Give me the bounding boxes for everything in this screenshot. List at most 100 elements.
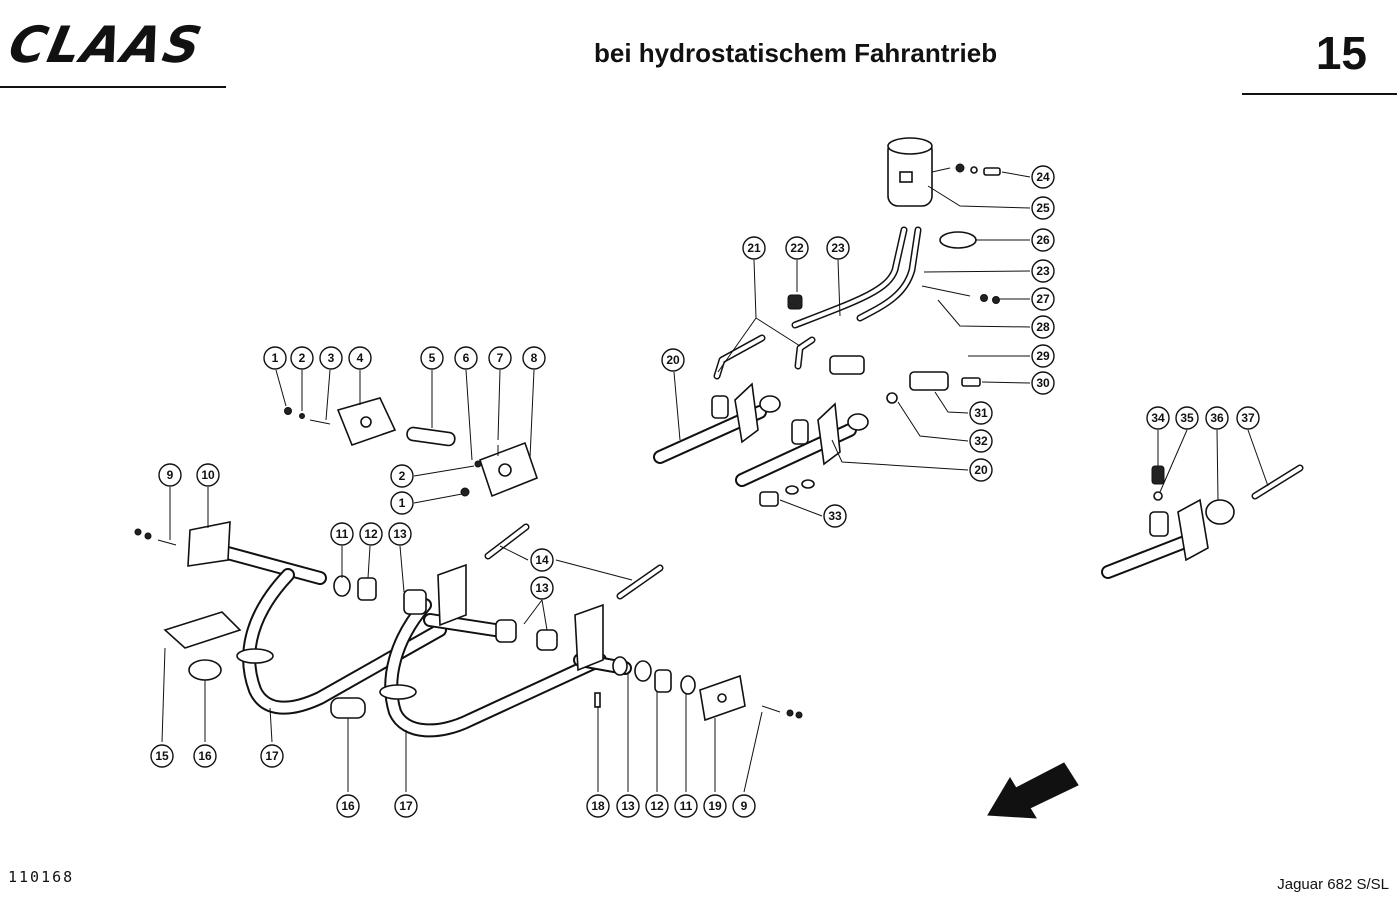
callout-7: 7 <box>488 346 512 370</box>
svg-text:33: 33 <box>828 509 842 523</box>
callout-25: 25 <box>1031 196 1055 220</box>
callout-35: 35 <box>1175 406 1199 430</box>
callout-20-left: 20 <box>661 348 685 372</box>
callout-3: 3 <box>319 346 343 370</box>
svg-text:26: 26 <box>1036 233 1050 247</box>
svg-text:5: 5 <box>429 351 436 365</box>
callout-9-right: 9 <box>732 794 756 818</box>
svg-text:31: 31 <box>974 406 988 420</box>
callout-33: 33 <box>823 504 847 528</box>
svg-text:29: 29 <box>1036 349 1050 363</box>
svg-text:27: 27 <box>1036 292 1050 306</box>
svg-text:11: 11 <box>336 527 349 541</box>
single-cylinder-assembly <box>1101 464 1304 579</box>
callout-11-bottom: 11 <box>674 794 698 818</box>
model-label: Jaguar 682 S/SL <box>1277 876 1389 893</box>
callout-6: 6 <box>454 346 478 370</box>
svg-text:30: 30 <box>1036 376 1050 390</box>
svg-text:9: 9 <box>167 468 174 482</box>
callout-1-top: 1 <box>263 346 287 370</box>
callout-17-bottom: 17 <box>394 794 418 818</box>
svg-text:13: 13 <box>393 527 407 541</box>
callout-23-right: 23 <box>1031 259 1055 283</box>
pedal-plate-parts <box>284 397 539 498</box>
direction-arrow <box>987 762 1079 819</box>
svg-text:12: 12 <box>364 527 378 541</box>
svg-text:21: 21 <box>747 241 761 255</box>
svg-text:20: 20 <box>974 463 988 477</box>
svg-text:11: 11 <box>680 799 693 813</box>
svg-text:7: 7 <box>497 351 504 365</box>
callout-13-top: 13 <box>388 522 412 546</box>
callout-16-left: 16 <box>193 744 217 768</box>
callout-36: 36 <box>1205 406 1229 430</box>
callout-4: 4 <box>348 346 372 370</box>
callout-2-mid: 2 <box>390 464 414 488</box>
callout-13-bottom: 13 <box>616 794 640 818</box>
drawing-number: 110168 <box>8 868 75 886</box>
callout-9-left: 9 <box>158 463 182 487</box>
header-rule-right <box>1242 93 1397 95</box>
svg-text:17: 17 <box>265 749 279 763</box>
svg-text:3: 3 <box>328 351 335 365</box>
svg-text:34: 34 <box>1151 411 1165 425</box>
callout-22: 22 <box>785 236 809 260</box>
svg-text:23: 23 <box>831 241 845 255</box>
callout-8: 8 <box>522 346 546 370</box>
callout-37: 37 <box>1236 406 1260 430</box>
callout-28: 28 <box>1031 315 1055 339</box>
svg-text:19: 19 <box>708 799 722 813</box>
svg-text:16: 16 <box>341 799 355 813</box>
svg-text:32: 32 <box>974 434 988 448</box>
callout-29: 29 <box>1031 344 1055 368</box>
svg-text:15: 15 <box>155 749 169 763</box>
callout-15: 15 <box>150 744 174 768</box>
callout-26: 26 <box>1031 228 1055 252</box>
callout-12-bottom: 12 <box>645 794 669 818</box>
svg-text:37: 37 <box>1241 411 1255 425</box>
callout-11-top: 11 <box>330 522 354 546</box>
svg-text:1: 1 <box>272 351 279 365</box>
svg-text:12: 12 <box>650 799 664 813</box>
svg-text:6: 6 <box>463 351 470 365</box>
svg-text:14: 14 <box>535 553 549 567</box>
svg-text:2: 2 <box>399 469 406 483</box>
svg-text:28: 28 <box>1036 320 1050 334</box>
callout-5: 5 <box>420 346 444 370</box>
callout-13-mid: 13 <box>530 576 554 600</box>
callout-23-left: 23 <box>826 236 850 260</box>
page-title: bei hydrostatischem Fahrantrieb <box>594 38 998 68</box>
svg-text:2: 2 <box>299 351 306 365</box>
master-cylinder-assembly <box>653 137 1001 507</box>
svg-text:10: 10 <box>201 468 215 482</box>
leader-lines <box>161 171 1269 793</box>
callout-12-top: 12 <box>359 522 383 546</box>
svg-text:8: 8 <box>531 351 538 365</box>
callout-32: 32 <box>969 429 993 453</box>
callout-24: 24 <box>1031 165 1055 189</box>
svg-text:35: 35 <box>1180 411 1194 425</box>
svg-text:16: 16 <box>198 749 212 763</box>
svg-text:20: 20 <box>666 353 680 367</box>
svg-text:13: 13 <box>535 581 549 595</box>
callout-31: 31 <box>969 401 993 425</box>
callout-17-left: 17 <box>260 744 284 768</box>
callout-34: 34 <box>1146 406 1170 430</box>
svg-text:18: 18 <box>591 799 605 813</box>
callout-19: 19 <box>703 794 727 818</box>
callout-10: 10 <box>196 463 220 487</box>
svg-text:9: 9 <box>741 799 748 813</box>
callout-18: 18 <box>586 794 610 818</box>
callout-30: 30 <box>1031 371 1055 395</box>
callout-20-right: 20 <box>969 458 993 482</box>
svg-text:1: 1 <box>399 496 406 510</box>
header-rule-left <box>0 86 226 88</box>
page-number: 15 <box>1315 27 1367 79</box>
svg-text:4: 4 <box>357 351 364 365</box>
svg-text:13: 13 <box>621 799 635 813</box>
svg-text:36: 36 <box>1210 411 1224 425</box>
callout-21: 21 <box>742 236 766 260</box>
callout-27: 27 <box>1031 287 1055 311</box>
svg-text:23: 23 <box>1036 264 1050 278</box>
